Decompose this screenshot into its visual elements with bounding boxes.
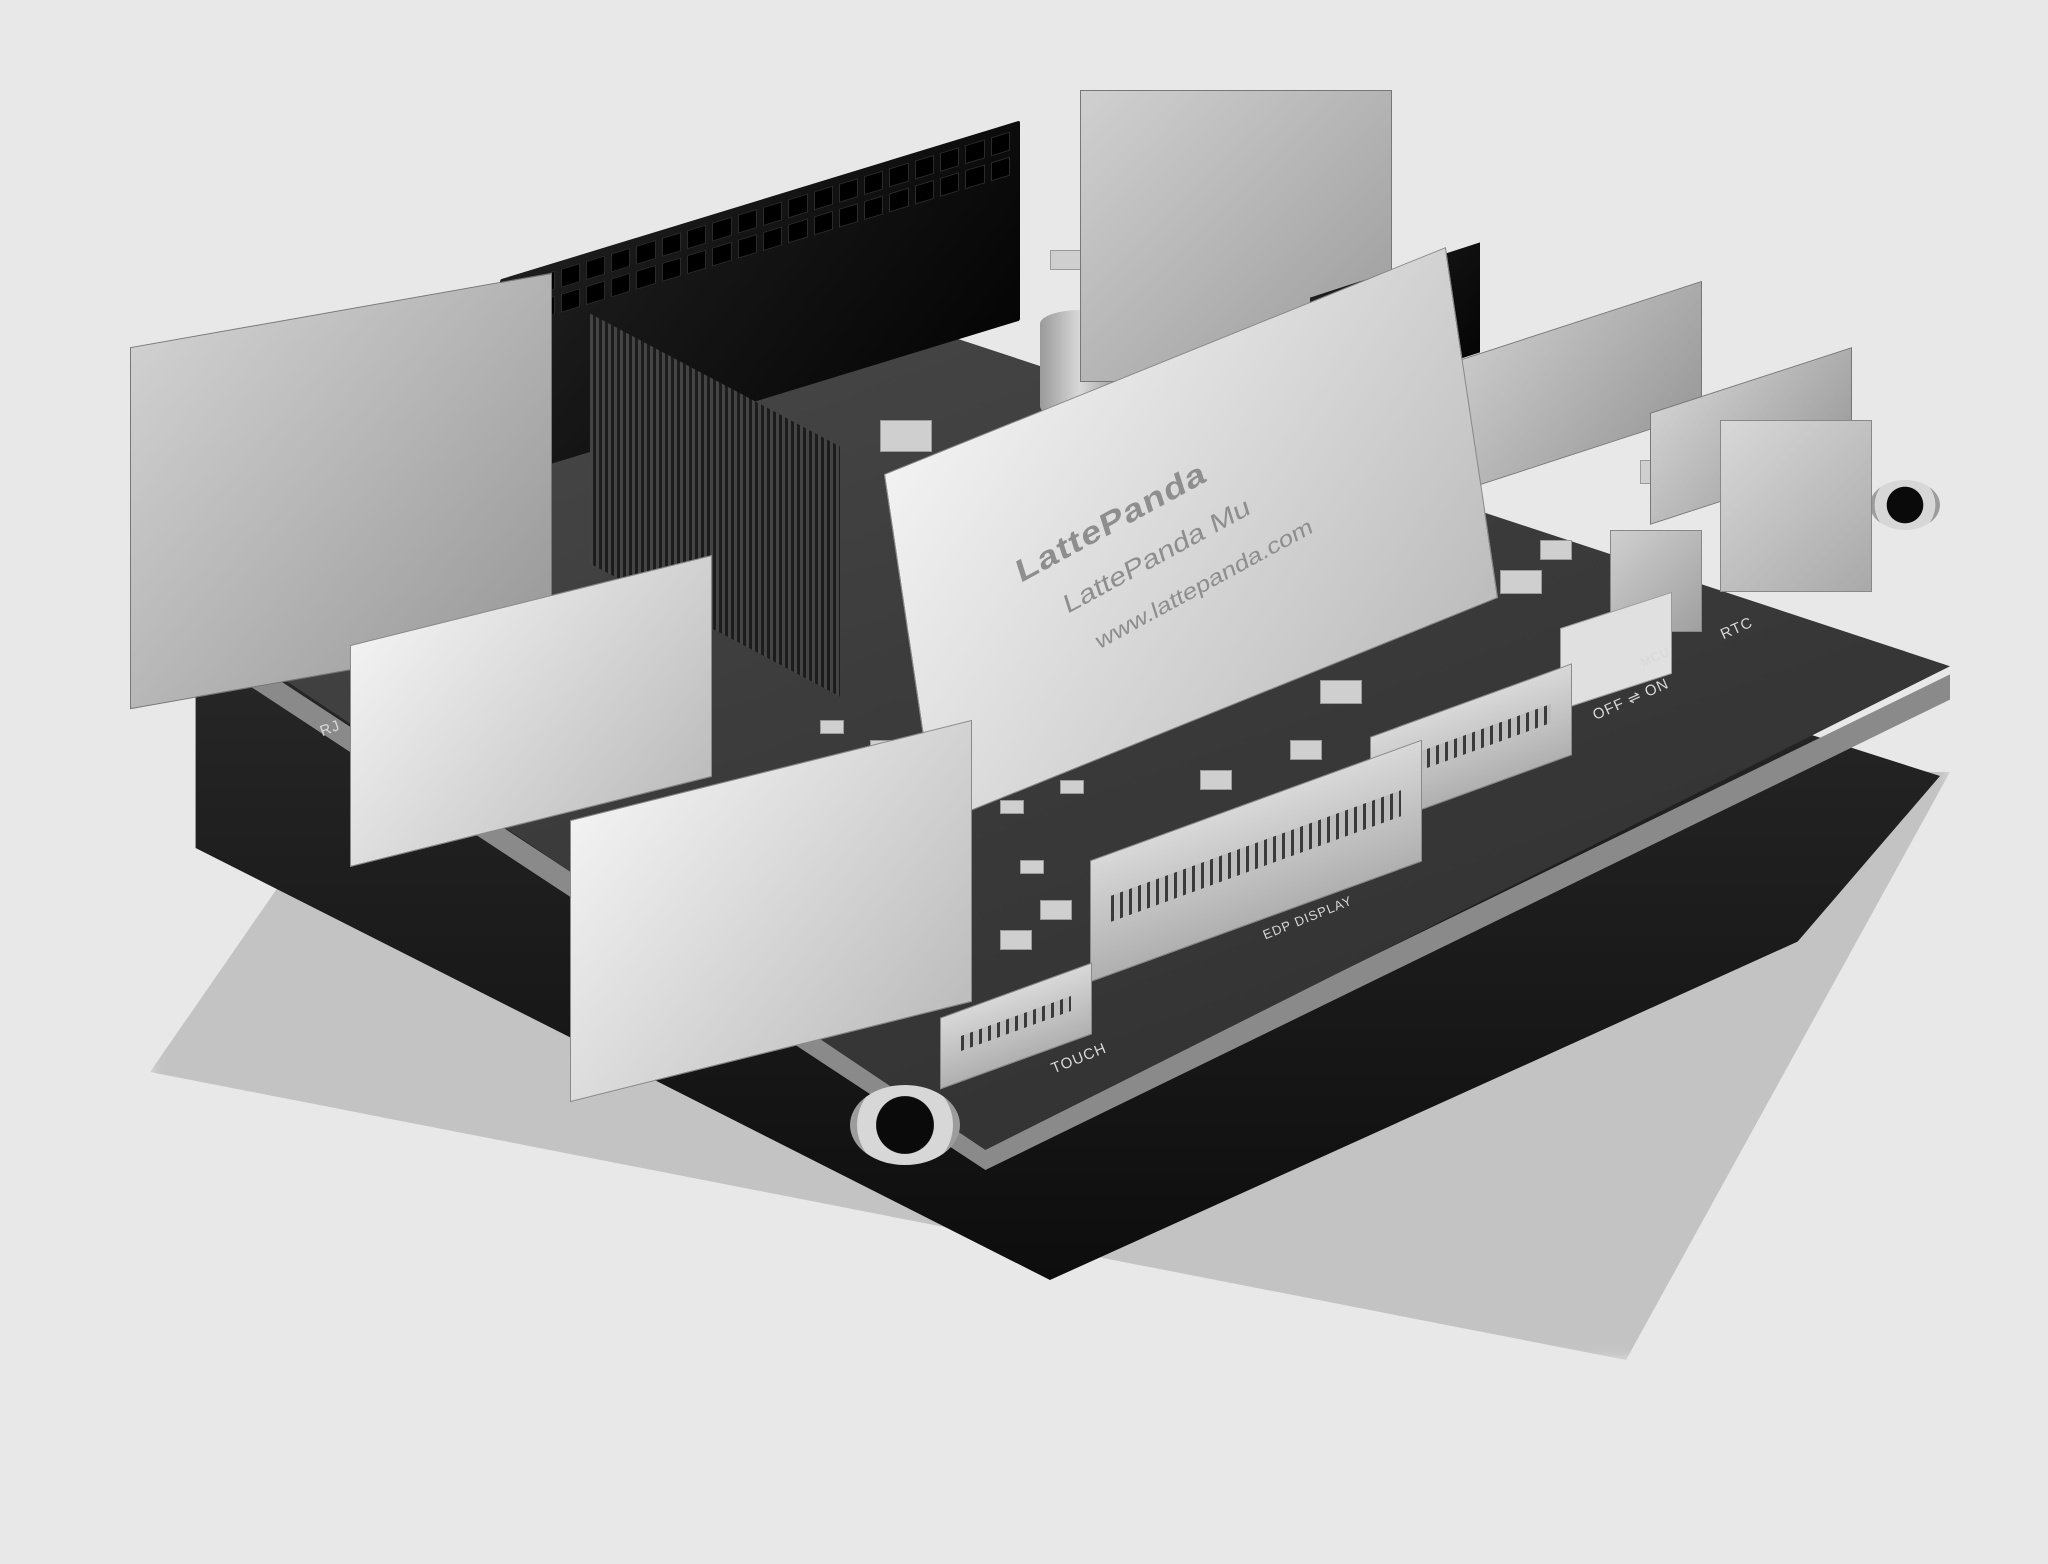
- mounting-hole-front: [850, 1085, 960, 1165]
- header-pins: [510, 131, 1010, 329]
- jst-connector-large: [1720, 420, 1872, 592]
- mounting-hole-right: [1870, 480, 1940, 530]
